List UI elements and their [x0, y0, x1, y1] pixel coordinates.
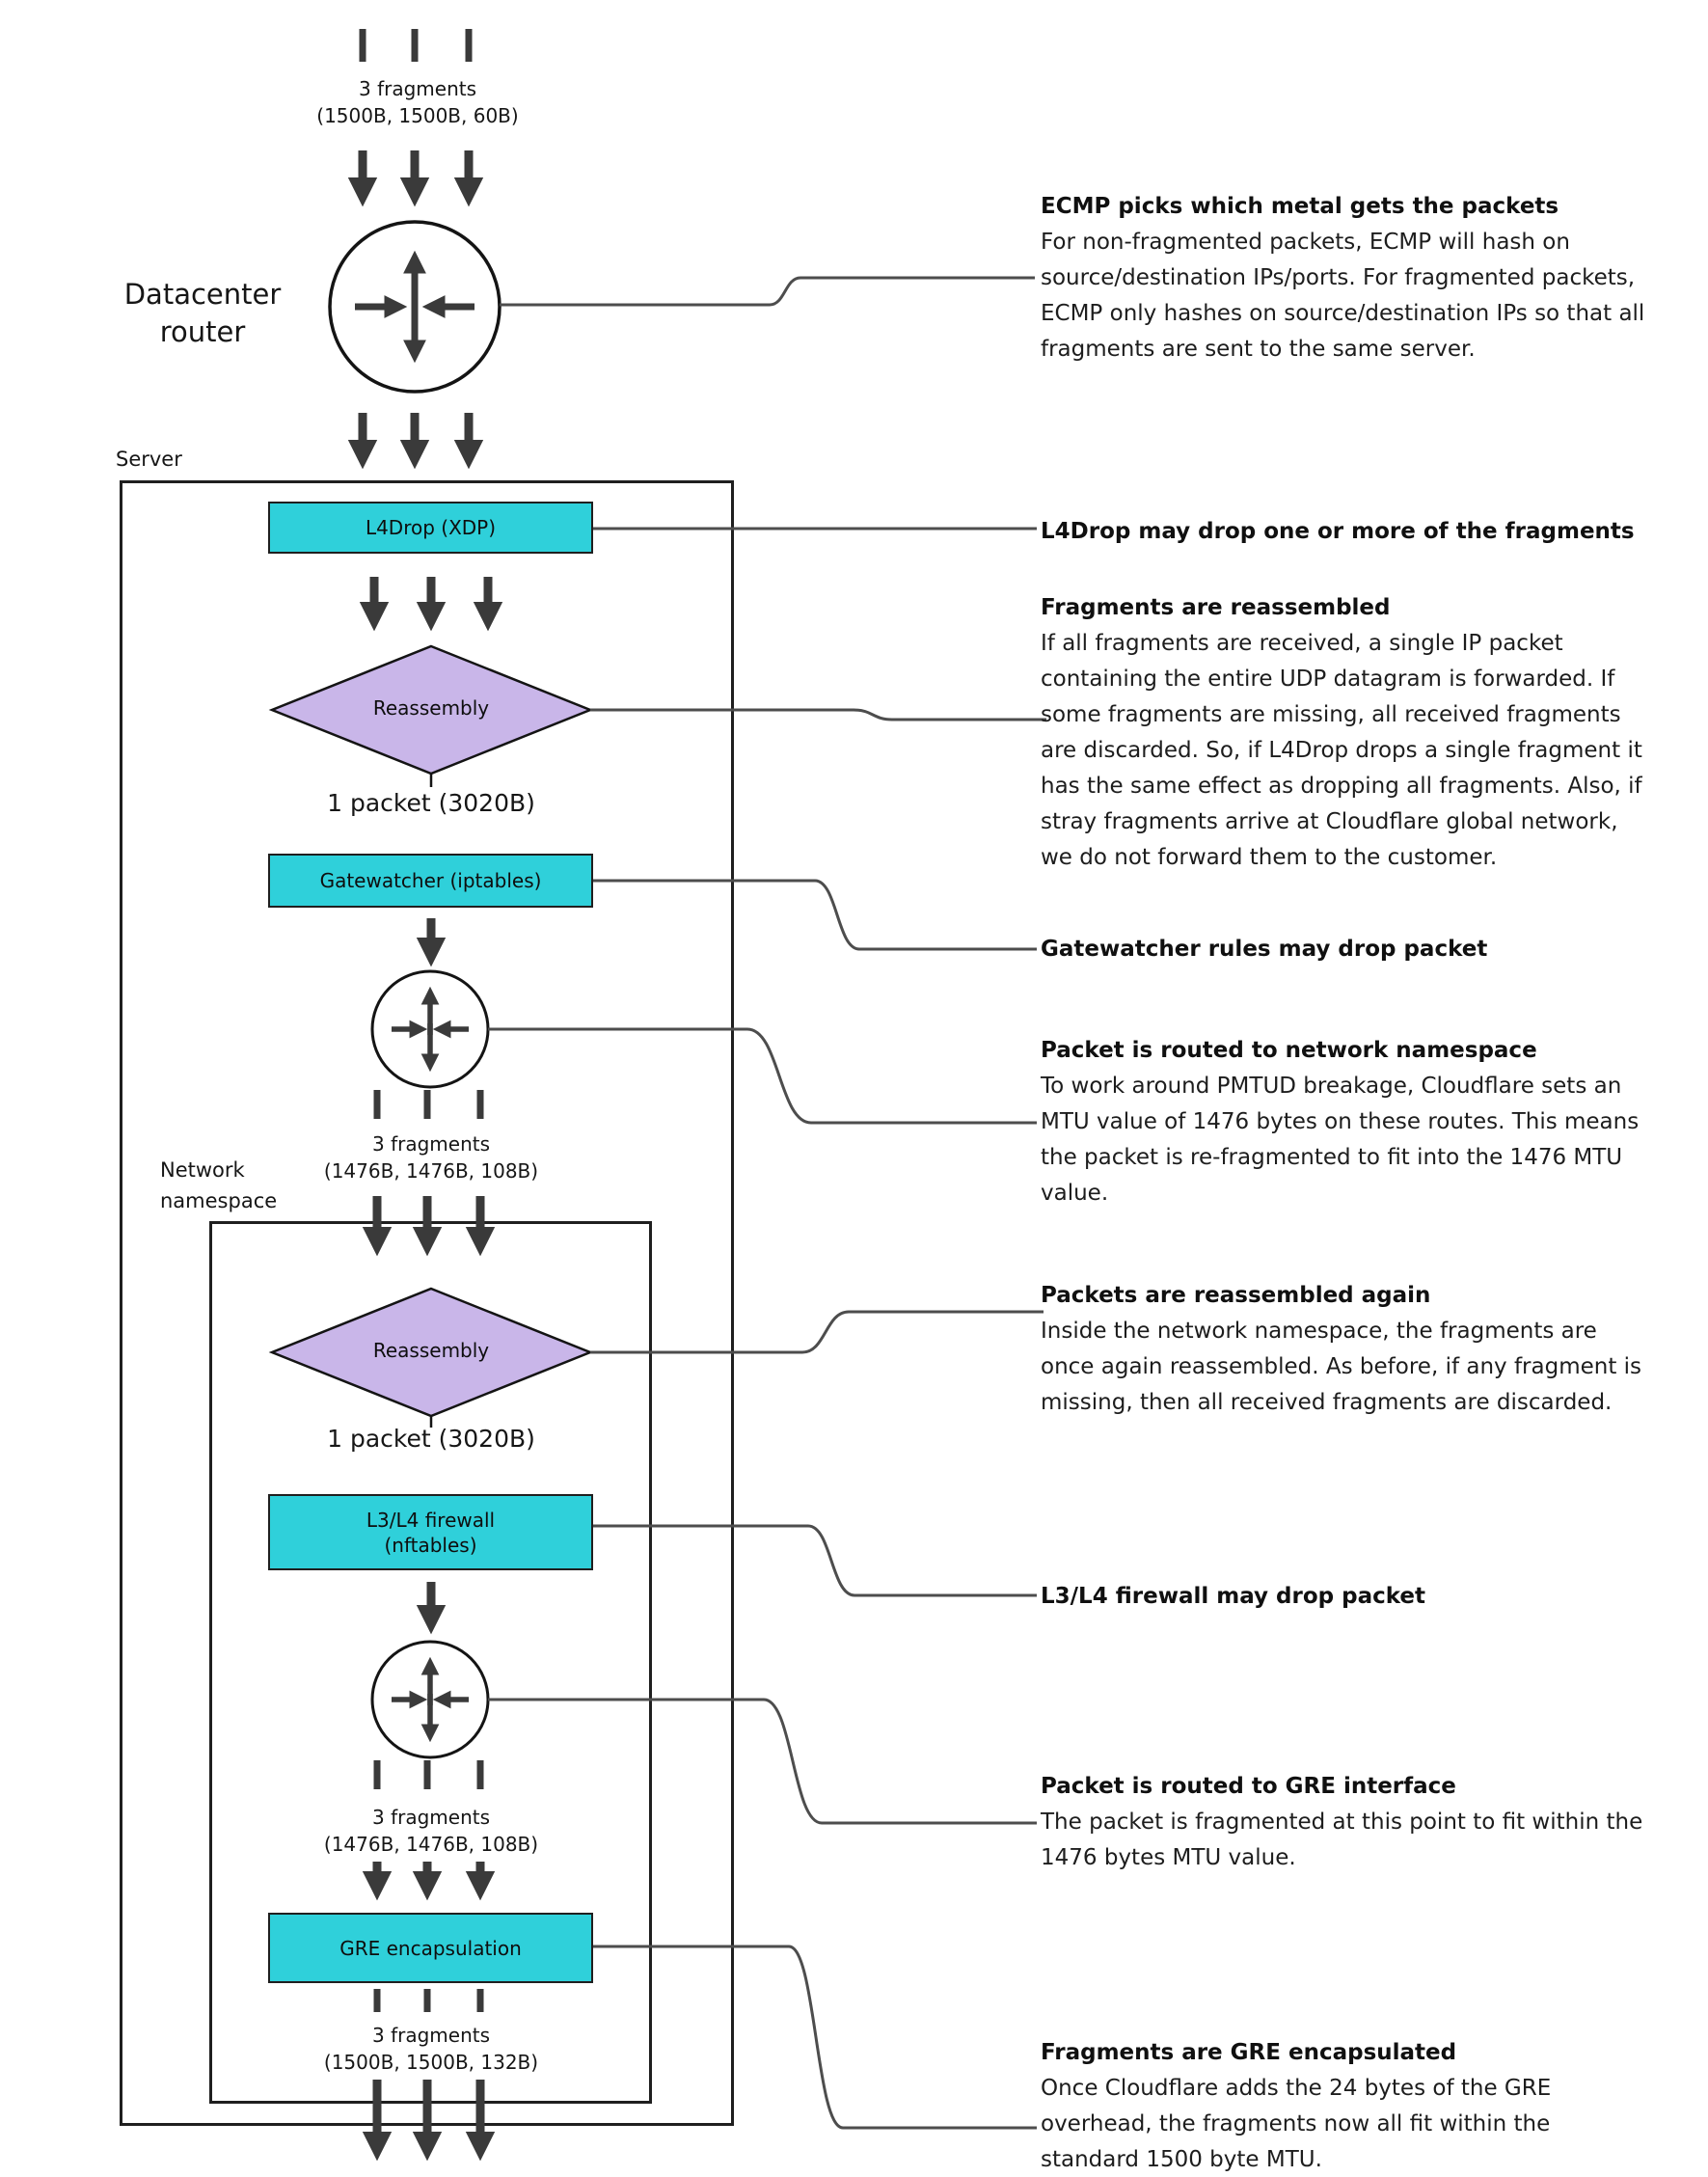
connector-netns-route	[488, 1027, 1037, 1125]
gre-encapsulation-node: GRE encapsulation	[268, 1913, 593, 1983]
fragment-dashes-3	[373, 1760, 484, 1789]
l3l4-firewall-node: L3/L4 firewall (nftables)	[268, 1494, 593, 1570]
l4drop-node: L4Drop (XDP)	[268, 502, 593, 554]
annotation-body: To work around PMTUD breakage, Cloudflar…	[1041, 1074, 1640, 1206]
flow-arrows-into-router	[347, 150, 484, 207]
fragment-sizes: (1476B, 1476B, 108B)	[323, 1833, 539, 1856]
annotation-heading: Packets are reassembled again	[1041, 1283, 1431, 1308]
gre-node-label: GRE encapsulation	[339, 1936, 522, 1960]
datacenter-router-icon	[328, 220, 502, 394]
annotation-body: Once Cloudflare adds the 24 bytes of the…	[1041, 2076, 1552, 2172]
firewall-node-label-line2: (nftables)	[384, 1533, 477, 1557]
router-icon-3	[370, 1640, 490, 1759]
reassembly-label-2: Reassembly	[372, 1339, 490, 1362]
annotation-gatewatcher: Gatewatcher rules may drop packet	[1041, 932, 1648, 967]
reassembly-label-1: Reassembly	[372, 696, 490, 720]
gatewatcher-node-label: Gatewatcher (iptables)	[319, 869, 542, 892]
annotation-heading: L4Drop may drop one or more of the fragm…	[1041, 519, 1635, 544]
connector-gre-encap	[593, 1945, 1037, 2130]
connector-reassembly-again	[590, 1310, 1044, 1354]
fragment-count: 3 fragments	[371, 2024, 491, 2047]
annotation-connectors	[488, 276, 1046, 2130]
fragment-sizes: (1500B, 1500B, 60B)	[316, 104, 519, 127]
server-label: Server	[116, 448, 182, 471]
fragment-count: 3 fragments	[371, 1806, 491, 1829]
fragment-label-4: 3 fragments (1500B, 1500B, 132B)	[267, 2022, 595, 2076]
annotation-gre-encap: Fragments are GRE encapsulated Once Clou…	[1041, 2035, 1648, 2177]
fragment-label-2: 3 fragments (1476B, 1476B, 108B)	[267, 1130, 595, 1184]
connector-ecmp	[500, 276, 1035, 307]
fragment-label-top: 3 fragments (1500B, 1500B, 60B)	[254, 75, 582, 129]
annotation-heading: L3/L4 firewall may drop packet	[1041, 1584, 1426, 1609]
annotation-gre-route: Packet is routed to GRE interface The pa…	[1041, 1769, 1648, 1876]
annotation-body: If all fragments are received, a single …	[1041, 631, 1642, 870]
annotation-reassembly-again: Packets are reassembled again Inside the…	[1041, 1278, 1648, 1421]
packet-label-2: 1 packet (3020B)	[327, 1425, 535, 1453]
flow-arrows-l4drop-to-reassembly	[359, 577, 503, 632]
annotation-heading: Fragments are reassembled	[1041, 595, 1391, 620]
fragment-dashes-2	[373, 1090, 484, 1119]
fragment-count: 3 fragments	[358, 77, 477, 100]
annotation-ecmp: ECMP picks which metal gets the packets …	[1041, 189, 1648, 367]
connector-firewall	[593, 1524, 1037, 1597]
connector-reassembly	[590, 708, 1046, 721]
annotation-heading: ECMP picks which metal gets the packets	[1041, 194, 1559, 219]
fragment-label-3: 3 fragments (1476B, 1476B, 108B)	[267, 1804, 595, 1858]
flow-arrows-into-server	[347, 413, 484, 470]
annotation-heading: Gatewatcher rules may drop packet	[1041, 937, 1488, 962]
datacenter-router-label: Datacenter router	[123, 278, 282, 349]
fragment-count: 3 fragments	[371, 1132, 491, 1156]
annotation-heading: Fragments are GRE encapsulated	[1041, 2040, 1457, 2065]
connector-gre-route	[488, 1698, 1037, 1825]
annotation-l4drop: L4Drop may drop one or more of the fragm…	[1041, 514, 1648, 550]
connector-gatewatcher	[593, 879, 1037, 951]
fragment-dashes-4	[373, 1989, 484, 2012]
l4drop-node-label: L4Drop (XDP)	[365, 516, 497, 539]
fragment-sizes: (1476B, 1476B, 108B)	[323, 1159, 539, 1183]
router-icon-2	[370, 969, 490, 1089]
annotation-body: For non-fragmented packets, ECMP will ha…	[1041, 230, 1645, 362]
annotation-netns-route: Packet is routed to network namespace To…	[1041, 1033, 1648, 1211]
fragment-sizes: (1500B, 1500B, 132B)	[323, 2051, 539, 2074]
fragment-dashes-top	[359, 29, 473, 62]
annotation-reassembly: Fragments are reassembled If all fragmen…	[1041, 590, 1648, 876]
annotation-heading: Packet is routed to GRE interface	[1041, 1774, 1456, 1799]
flow-arrows-into-namespace	[362, 1196, 496, 1257]
flow-arrows-exit	[362, 2080, 496, 2162]
packet-label-1: 1 packet (3020B)	[327, 789, 535, 817]
annotation-heading: Packet is routed to network namespace	[1041, 1038, 1537, 1063]
annotation-firewall: L3/L4 firewall may drop packet	[1041, 1579, 1648, 1615]
annotation-body: The packet is fragmented at this point t…	[1041, 1810, 1643, 1870]
flow-arrows-into-gre	[362, 1862, 496, 1901]
annotation-body: Inside the network namespace, the fragme…	[1041, 1319, 1642, 1415]
network-namespace-label: Network namespace	[160, 1158, 278, 1212]
gatewatcher-node: Gatewatcher (iptables)	[268, 854, 593, 908]
firewall-node-label-line1: L3/L4 firewall	[366, 1508, 496, 1532]
